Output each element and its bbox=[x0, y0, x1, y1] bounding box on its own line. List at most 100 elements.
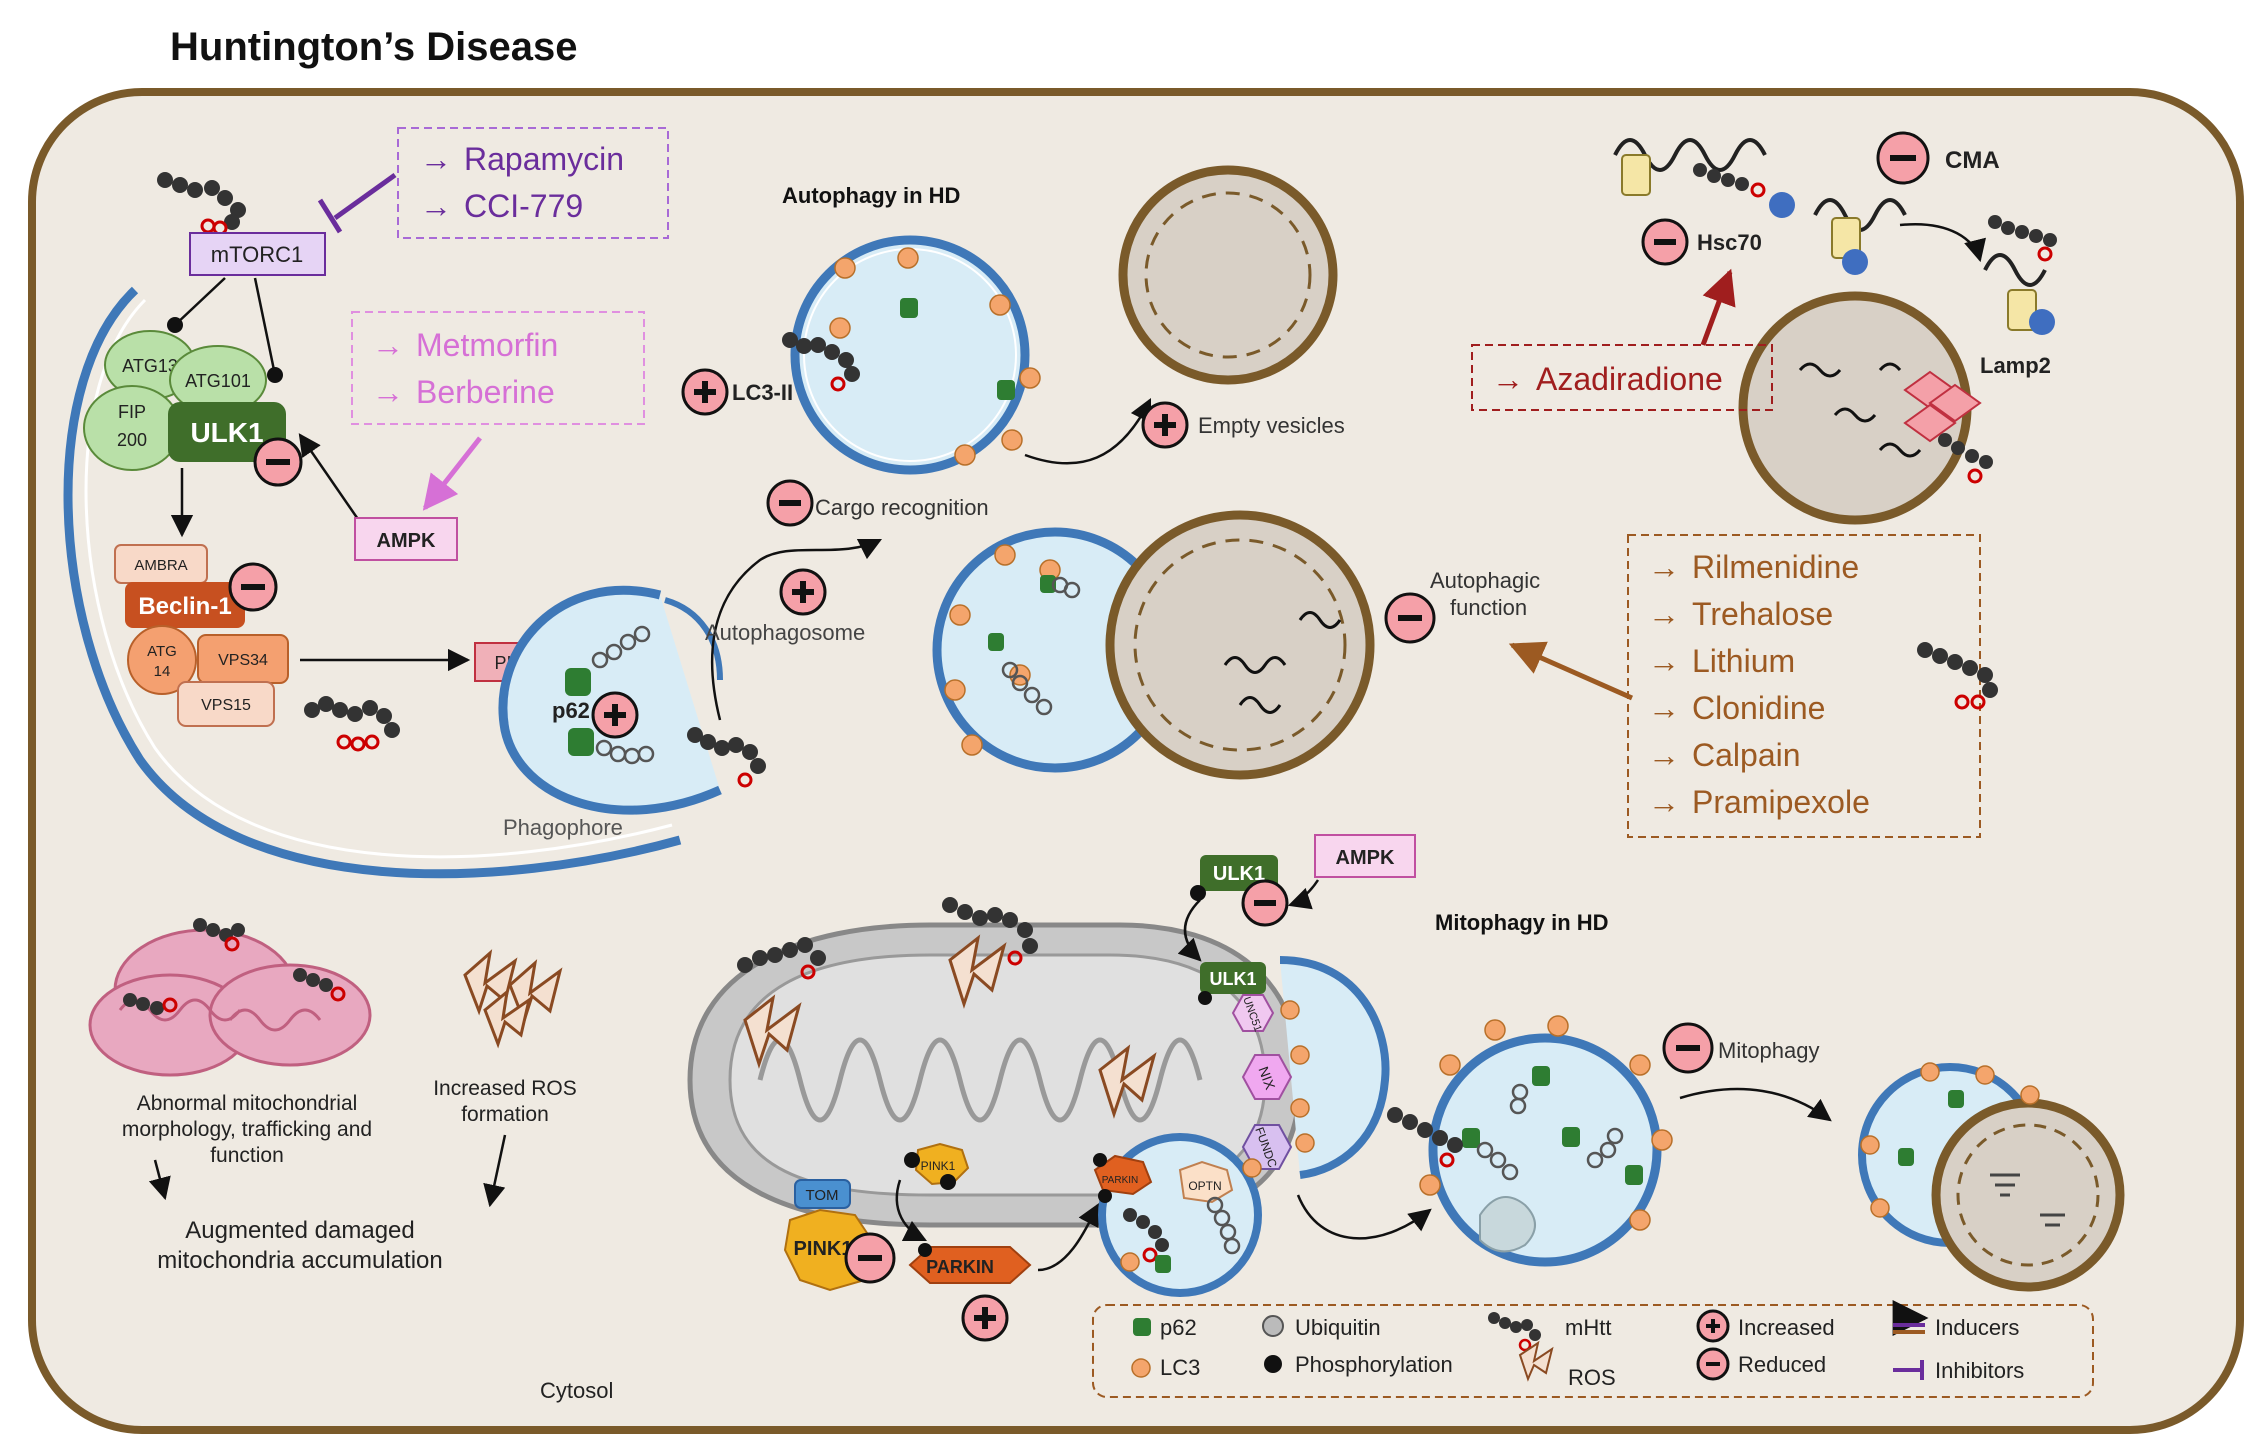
mitophagy-phagophore bbox=[1279, 956, 1390, 1179]
to-empty-vesicles-arrow bbox=[1024, 397, 1152, 465]
phosphorylation-icon bbox=[1093, 1153, 1107, 1167]
svg-text:→CCI-779: →CCI-779 bbox=[420, 188, 583, 224]
tom-complex bbox=[794, 1179, 851, 1209]
pink1-small-label: PINK1 bbox=[921, 1159, 956, 1173]
ros-to-augmented-arrow bbox=[483, 1134, 507, 1208]
lysosome-fusing-inner bbox=[1133, 538, 1347, 752]
kferq-motif bbox=[2007, 289, 2037, 331]
ros-icon bbox=[463, 949, 563, 1049]
drug-rapamycin: Rapamycin bbox=[464, 141, 624, 177]
autophagy-inducer-box bbox=[1627, 534, 1981, 838]
ulk1-node bbox=[168, 402, 286, 462]
empty-vesicles-label: Empty vesicles bbox=[1198, 413, 1345, 438]
svg-text:→Berberine: →Berberine bbox=[372, 374, 555, 410]
phagophore-membrane bbox=[63, 286, 682, 879]
optn-node bbox=[1178, 1160, 1234, 1204]
svg-text:→Trehalose: →Trehalose bbox=[1648, 596, 1833, 632]
phosphorylation-icon bbox=[1098, 1189, 1112, 1203]
ulk1-translocation-arrow bbox=[1177, 899, 1202, 962]
increased-badge-p62 bbox=[591, 691, 639, 739]
svg-text:AMBRA: AMBRA bbox=[134, 557, 187, 574]
reduced-badge-hsc70 bbox=[1641, 218, 1689, 266]
svg-text:→Azadiradione: →Azadiradione bbox=[1492, 361, 1723, 397]
p62-marker bbox=[1562, 1127, 1580, 1147]
final-lysosome-inner bbox=[1956, 1123, 2100, 1267]
drug-cci779: CCI-779 bbox=[464, 188, 583, 224]
ulk1-mito-label-2: ULK1 bbox=[1209, 969, 1256, 989]
phosphorylation-icon bbox=[940, 1174, 956, 1190]
fundc-receptor bbox=[1241, 1124, 1293, 1170]
lc3-dots bbox=[829, 247, 1041, 466]
nix-label: NIX bbox=[1255, 1064, 1278, 1092]
p62-marker bbox=[1462, 1128, 1480, 1148]
pink1-phospho-node bbox=[914, 1142, 970, 1186]
svg-text:→Clonidine: →Clonidine bbox=[1648, 690, 1825, 726]
degraded-cargo bbox=[1990, 1173, 2065, 1227]
increased-badge-empty bbox=[1141, 401, 1189, 449]
vps15-node bbox=[177, 681, 275, 727]
svg-text:Beclin-1: Beclin-1 bbox=[138, 593, 231, 620]
reduced-badge-cma bbox=[1876, 131, 1930, 185]
phosphorylation-icon bbox=[1198, 991, 1212, 1005]
mhtt-icon bbox=[687, 727, 766, 788]
lc3-dot bbox=[1242, 1158, 1262, 1178]
legend-ros-icon bbox=[1518, 1340, 1554, 1382]
drug-rilmenidine: Rilmenidine bbox=[1692, 549, 1859, 585]
drug-trehalose: Trehalose bbox=[1692, 596, 1833, 632]
fip200-node bbox=[83, 385, 181, 471]
legend-mhtt-icon bbox=[1488, 1312, 1541, 1352]
lc3-dot bbox=[1120, 1252, 1140, 1272]
ampk-mito-label: AMPK bbox=[1336, 847, 1395, 869]
lysosome-fusing bbox=[1105, 510, 1375, 780]
abnormal-mito-label-2: morphology, trafficking and bbox=[122, 1118, 372, 1141]
drug-pramipexole: Pramipexole bbox=[1692, 784, 1870, 820]
pink1-to-parkin-arrow bbox=[895, 1179, 928, 1242]
p62-marker bbox=[1898, 1148, 1914, 1166]
svg-text:VPS15: VPS15 bbox=[201, 697, 251, 714]
mtorc1-to-atg13 bbox=[167, 277, 226, 333]
lc3-dots bbox=[1280, 1000, 1315, 1153]
mtorc1-label: mTORC1 bbox=[211, 242, 304, 267]
legend-inhibitors-icon bbox=[1893, 1360, 1924, 1380]
legend-ubiquitin: Ubiquitin bbox=[1295, 1315, 1381, 1340]
increased-badge-parkin bbox=[961, 1294, 1009, 1342]
mtor-inhibition-bar bbox=[317, 198, 343, 234]
degraded-cargo bbox=[1223, 611, 1342, 714]
svg-text:ATG: ATG bbox=[147, 643, 177, 660]
ampk-mito-box bbox=[1314, 834, 1416, 878]
mhtt-icon bbox=[1387, 1107, 1463, 1168]
final-lysosome bbox=[1931, 1098, 2125, 1292]
hsc70-chaperone bbox=[1769, 192, 1795, 218]
legend-increased-icon bbox=[1696, 1309, 1730, 1343]
legend-increased: Increased bbox=[1738, 1315, 1835, 1340]
drug-metmorfin: Metmorfin bbox=[416, 327, 558, 363]
svg-text:→Metmorfin: →Metmorfin bbox=[372, 327, 558, 363]
ubiquitin-chain bbox=[1206, 1196, 1241, 1255]
kferq-motif bbox=[1621, 154, 1651, 196]
svg-text:→Rapamycin: →Rapamycin bbox=[420, 141, 624, 177]
reduced-badge-ulk1-mito bbox=[1241, 879, 1289, 927]
mitochondrion-cristae bbox=[757, 1037, 1203, 1123]
lc3-dots bbox=[944, 544, 1061, 756]
cytosol-label: Cytosol bbox=[540, 1378, 613, 1403]
mhtt-icon bbox=[942, 897, 1038, 966]
mhtt-icon bbox=[737, 937, 826, 980]
phagophore-cup-tip bbox=[664, 597, 723, 681]
svg-text:14: 14 bbox=[154, 663, 171, 680]
ubiquitin-chain bbox=[1476, 1083, 1624, 1181]
ulk1-mito-node-2 bbox=[1200, 962, 1266, 994]
legend-ros: ROS bbox=[1568, 1365, 1616, 1390]
phagophore-label: Phagophore bbox=[503, 815, 623, 840]
mito-to-lysosome-arrow bbox=[1679, 1087, 1832, 1122]
lamp2-receptor bbox=[1903, 370, 1982, 443]
tom-label: TOM bbox=[805, 1187, 838, 1204]
svg-text:ULK1: ULK1 bbox=[190, 417, 263, 448]
p62-marker bbox=[1040, 575, 1056, 593]
hsc70-chaperone bbox=[2029, 309, 2055, 335]
p62-marker bbox=[1948, 1090, 1964, 1108]
cma-arrow bbox=[1899, 222, 1986, 263]
mhtt-icon bbox=[304, 696, 400, 752]
p62-marker bbox=[988, 633, 1004, 651]
empty-lysosome-inner bbox=[1144, 191, 1312, 359]
